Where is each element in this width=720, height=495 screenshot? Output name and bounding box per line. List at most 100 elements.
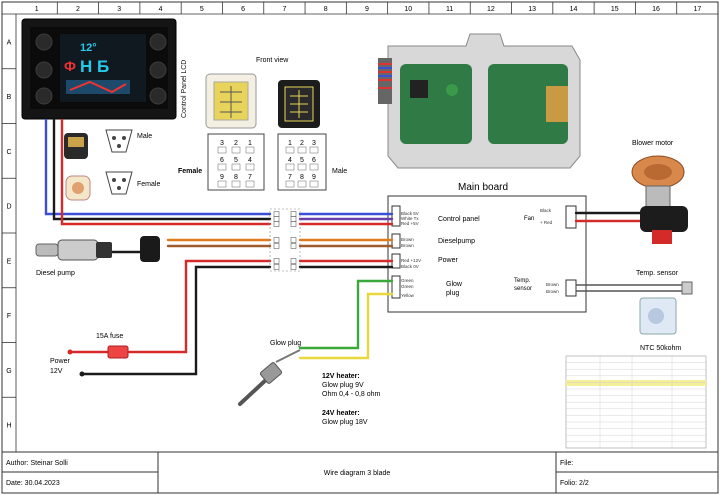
title-block: Author: Steinar Solli Date: 30.04.2023 W… <box>2 451 718 493</box>
pin-number: 4 <box>288 157 292 164</box>
main-board-photo <box>378 33 581 169</box>
male-plug-photo: Male <box>64 129 152 159</box>
glow-plug-label: Glow plug <box>270 340 301 347</box>
row-letter: C <box>6 149 11 156</box>
ntc-resistance-table <box>565 355 707 449</box>
wire-label: Yellow <box>401 293 415 298</box>
column-number: 11 <box>446 6 453 13</box>
pin-number: 6 <box>312 157 316 164</box>
female-label-top: Female <box>137 181 160 188</box>
female-plug-photo: Female <box>65 171 160 201</box>
wire-label: Red +12V <box>401 258 421 263</box>
wire-label: Green <box>401 278 414 283</box>
control-panel-lcd: 12° Ф Н Б Control Panel LCD <box>21 18 188 120</box>
wire-label: Red +5V <box>401 221 419 226</box>
pin-number: 1 <box>288 140 292 147</box>
board-label-dieselpump: Dieselpump <box>438 238 475 245</box>
row-letter: B <box>7 94 12 101</box>
column-number: 16 <box>652 6 660 13</box>
board-label-glow-2: plug <box>446 290 459 297</box>
diesel-pump-photo <box>35 236 160 262</box>
column-number: 2 <box>76 6 80 13</box>
pin-number: 5 <box>300 157 304 164</box>
male-label-top: Male <box>137 133 152 140</box>
wire-label: Black 5V <box>401 211 419 216</box>
note-24v-title: 24V heater: <box>322 410 360 417</box>
column-number: 17 <box>693 6 701 13</box>
note-12v-title: 12V heater: <box>322 373 360 380</box>
power-label-1: Power <box>50 358 71 365</box>
column-number: 6 <box>241 6 245 13</box>
column-number: 12 <box>487 6 495 13</box>
note-12v-line1: Glow plug 9V <box>322 382 364 389</box>
main-board-title: Main board <box>458 182 508 193</box>
wire-label: Green <box>401 284 414 289</box>
pin-number: 1 <box>248 140 252 147</box>
glow-plug-photo <box>238 349 301 406</box>
wire-label: Brown <box>401 243 414 248</box>
row-letter: A <box>7 39 12 46</box>
column-number: 3 <box>117 6 121 13</box>
row-letter: D <box>6 204 11 211</box>
column-number: 7 <box>282 6 286 13</box>
drawing-title: Wire diagram 3 blade <box>324 470 391 477</box>
row-letter: F <box>7 313 11 320</box>
connector-junctions <box>269 208 301 272</box>
female-connector-label: Female <box>178 168 202 175</box>
column-number: 15 <box>611 6 619 13</box>
wire-label: + Red <box>540 220 553 225</box>
wire-label: Black 0V <box>401 264 419 269</box>
fuse-label: 15A fuse <box>96 333 123 340</box>
column-number: 1 <box>35 6 39 13</box>
pin-number: 8 <box>234 174 238 181</box>
row-letter: E <box>7 258 12 265</box>
date-text: Date: 30.04.2023 <box>6 480 60 487</box>
author-text: Author: Steinar Solli <box>6 460 68 467</box>
column-number: 14 <box>570 6 578 13</box>
wire-label: White Tx <box>401 216 419 221</box>
diesel-pump-label: Diesel pump <box>36 270 75 277</box>
wire-label: Black <box>540 208 552 213</box>
pin-number: 3 <box>220 140 224 147</box>
wire-label: Brown <box>401 237 414 242</box>
pin-number: 8 <box>300 174 304 181</box>
pin-number: 6 <box>220 157 224 164</box>
lcd-main-readout: Н Б <box>80 57 109 76</box>
wire-label: Brown <box>546 282 559 287</box>
control-panel-lcd-label: Control Panel LCD <box>181 60 188 118</box>
row-letter: G <box>6 368 11 375</box>
pin-number: 3 <box>312 140 316 147</box>
column-number: 9 <box>365 6 369 13</box>
board-label-fan: Fan <box>524 216 534 222</box>
board-label-temp-1: Temp. <box>514 278 531 284</box>
power-label-2: 12V <box>50 368 63 375</box>
blower-motor-photo <box>631 155 688 244</box>
female-connector-photo <box>205 73 257 129</box>
file-text: File: <box>560 460 573 467</box>
column-number: 8 <box>324 6 328 13</box>
pin-number: 2 <box>300 140 304 147</box>
pin-number: 9 <box>312 174 316 181</box>
temp-sensor-label: Temp. sensor <box>636 270 679 277</box>
front-view-label: Front view <box>256 57 289 64</box>
pin-number: 4 <box>248 157 252 164</box>
temp-sensor-photo <box>639 281 693 335</box>
row-ruler: A B C D E F G H <box>2 39 16 430</box>
blower-motor-label: Blower motor <box>632 140 674 147</box>
lcd-mode-symbol: Ф <box>64 58 76 74</box>
wires <box>44 118 683 376</box>
row-letter: H <box>6 423 11 430</box>
pin-number: 5 <box>234 157 238 164</box>
male-connector-photo <box>278 80 320 128</box>
board-label-power: Power <box>438 257 459 264</box>
pin-number: 7 <box>248 174 252 181</box>
folio-text: Folio: 2/2 <box>560 480 589 487</box>
fuse-icon <box>107 345 129 359</box>
board-label-glow-1: Glow <box>446 281 463 288</box>
ntc-label: NTC 50kohm <box>640 345 681 352</box>
